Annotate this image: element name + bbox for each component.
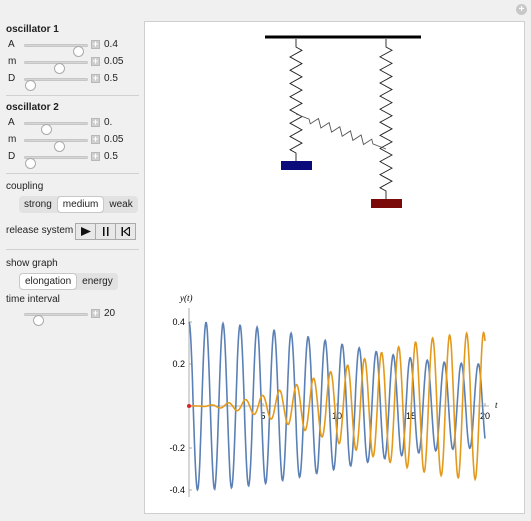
osc2-param-label: m [8, 134, 17, 145]
coupling-spring [295, 113, 387, 150]
y-tick-label: 0.2 [172, 359, 185, 369]
osc2-param-value: 0.5 [104, 151, 118, 162]
osc1-param-label: D [8, 73, 16, 84]
time-interval-plus-button[interactable]: + [91, 308, 100, 318]
series-oscillator-2 [189, 331, 486, 482]
oscillator-2-title: oscillator 2 [6, 102, 59, 113]
y-tick-label: 0.4 [172, 317, 185, 327]
spring-1 [289, 39, 303, 161]
reset-button[interactable] [115, 223, 136, 240]
slider-thumb[interactable] [25, 80, 36, 91]
osc1-d-plus-button[interactable]: + [91, 73, 100, 83]
osc1-param-value: 0.05 [104, 56, 124, 67]
x-tick-label: 20 [480, 411, 490, 421]
y-axis-label: y(t) [179, 293, 193, 303]
coupling-option-medium[interactable]: medium [56, 196, 105, 213]
divider [6, 173, 139, 174]
osc2-d-plus-button[interactable]: + [91, 151, 100, 161]
coupling-option-strong[interactable]: strong [24, 199, 52, 210]
time-interval-label: time interval [6, 294, 60, 305]
graph-selector: elongation energy [19, 273, 118, 290]
osc2-a-plus-button[interactable]: + [91, 117, 100, 127]
osc1-param-value: 0.4 [104, 39, 118, 50]
osc1-d-row: D +0.5 [6, 72, 142, 91]
osc2-param-value: 0. [104, 117, 113, 128]
osc1-a-slider[interactable] [24, 44, 88, 57]
x-tick-label: 5 [260, 411, 265, 421]
y-tick-label: -0.4 [169, 485, 185, 495]
play-button[interactable] [75, 223, 96, 240]
osc2-param-label: D [8, 151, 16, 162]
slider-thumb[interactable] [54, 141, 66, 152]
start-marker [187, 404, 191, 408]
osc2-param-value: 0.05 [104, 134, 124, 145]
release-controls [75, 223, 136, 240]
osc2-d-row: D +0.5 [6, 150, 142, 169]
osc1-m-row: m +0.05 [6, 55, 142, 74]
osc1-param-label: m [8, 56, 17, 67]
osc2-d-slider[interactable] [24, 156, 88, 169]
oscillator-1-title: oscillator 1 [6, 24, 59, 35]
coupling-selector: strong medium weak [19, 196, 138, 213]
expand-icon[interactable]: + [516, 4, 527, 15]
osc2-m-row: m +0.05 [6, 133, 142, 152]
time-interval-value: 20 [104, 308, 116, 319]
divider [6, 95, 139, 96]
slider-thumb[interactable] [40, 124, 52, 135]
spring-2 [379, 39, 393, 199]
slider-thumb[interactable] [25, 158, 36, 169]
divider [6, 249, 139, 250]
play-icon [81, 227, 91, 236]
osc1-a-plus-button[interactable]: + [91, 39, 100, 49]
pause-button[interactable] [95, 223, 116, 240]
osc1-m-plus-button[interactable]: + [91, 56, 100, 66]
mass-2 [371, 199, 402, 208]
pause-icon [102, 227, 108, 236]
osc2-a-row: A +0. [6, 116, 142, 135]
graph-option-elongation[interactable]: elongation [19, 273, 78, 290]
osc2-m-slider[interactable] [24, 139, 88, 152]
osc2-a-slider[interactable] [24, 122, 88, 135]
y-tick-label: -0.2 [169, 443, 185, 453]
osc2-m-plus-button[interactable]: + [91, 134, 100, 144]
osc1-m-slider[interactable] [24, 61, 88, 74]
slider-thumb[interactable] [54, 63, 66, 74]
reset-icon [121, 227, 130, 236]
coupling-option-weak[interactable]: weak [109, 199, 133, 210]
show-graph-label: show graph [6, 258, 58, 269]
x-axis-label: t [495, 400, 498, 410]
coupling-label: coupling [6, 181, 44, 192]
osc1-param-label: A [8, 39, 15, 50]
release-label: release system [6, 225, 74, 236]
mass-1 [281, 161, 312, 170]
osc2-param-label: A [8, 117, 15, 128]
osc1-param-value: 0.5 [104, 73, 118, 84]
slider-thumb[interactable] [32, 315, 44, 326]
osc1-d-slider[interactable] [24, 78, 88, 91]
osc1-a-row: A +0.4 [6, 38, 142, 57]
time-interval-row: + 20 [6, 307, 142, 326]
time-interval-slider[interactable] [24, 313, 88, 326]
graph-option-energy[interactable]: energy [82, 276, 113, 287]
slider-thumb[interactable] [72, 46, 84, 57]
